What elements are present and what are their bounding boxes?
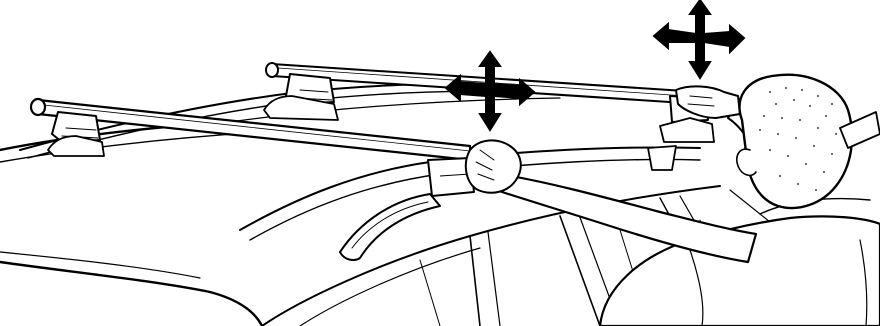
bar-foot bbox=[263, 73, 339, 121]
bar-foot bbox=[427, 157, 475, 197]
bar-foot bbox=[47, 111, 105, 157]
adjust-arrow-icon bbox=[444, 50, 536, 132]
hair-texture bbox=[759, 87, 837, 191]
adjust-arrow-icon bbox=[652, 0, 746, 80]
person-installer bbox=[464, 73, 880, 326]
